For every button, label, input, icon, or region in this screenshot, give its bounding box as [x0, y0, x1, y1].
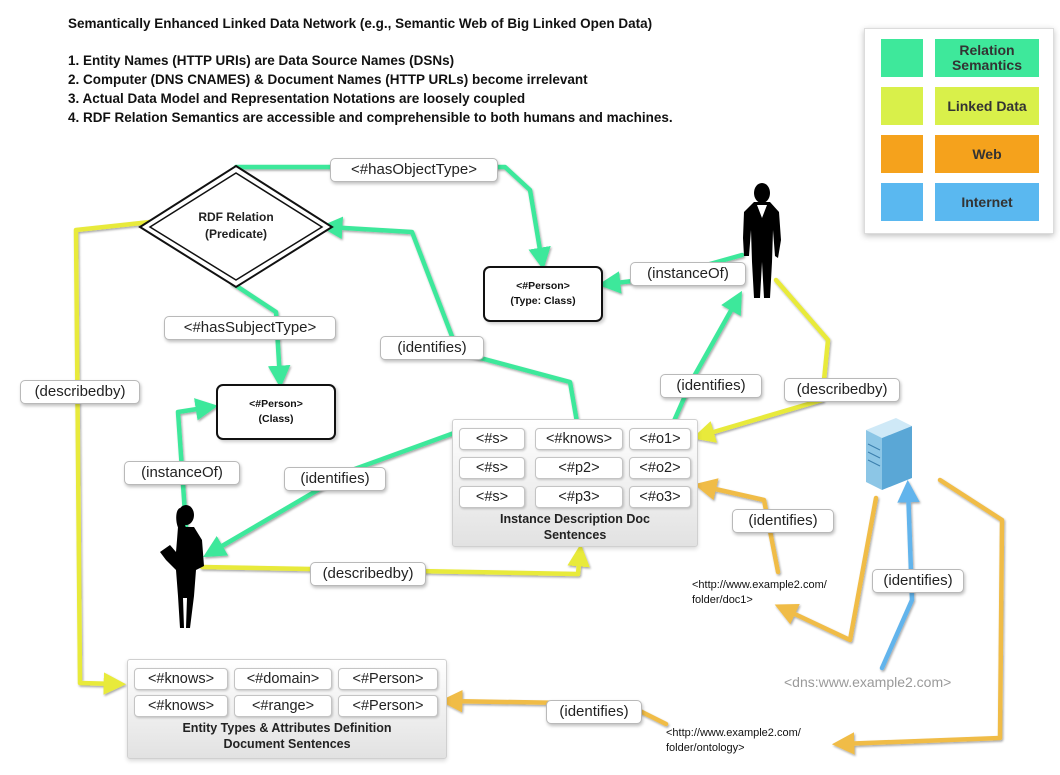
instance-cell-subject: <#s>	[459, 428, 525, 450]
woman-silhouette-icon	[160, 505, 204, 628]
person-type-class-box: <#Person> (Type: Class)	[483, 266, 603, 322]
instance-doc-caption: Instance Description Doc Sentences	[453, 511, 697, 543]
header-point-4: 4. RDF Relation Semantics are accessible…	[68, 110, 673, 125]
server-doc1-connector	[774, 495, 879, 643]
doc1-url-line2: folder/doc1>	[692, 594, 753, 606]
instance-cell-object: <#o3>	[629, 486, 691, 508]
ontology-cell-subject: <#knows>	[134, 695, 228, 717]
person-type-kind: (Type: Class)	[510, 295, 576, 307]
legend-panel: Relation Semantics Linked Data Web Inter…	[864, 28, 1054, 234]
rdf-relation-diamond	[138, 164, 334, 289]
ontology-doc-caption-line1: Entity Types & Attributes Definition	[182, 721, 392, 735]
person-class-box: <#Person> (Class)	[216, 384, 336, 440]
identifies-man-connector	[667, 290, 742, 433]
ontology-cell-predicate: <#range>	[234, 695, 332, 717]
man-silhouette-icon	[743, 183, 781, 298]
identifies-woman-connector	[203, 430, 457, 558]
ontology-cell-object: <#Person>	[338, 668, 438, 690]
page-title: Semantically Enhanced Linked Data Networ…	[68, 16, 653, 31]
legend-label-linked-data: Linked Data	[935, 87, 1039, 125]
instance-cell-predicate: <#p3>	[535, 486, 623, 508]
identifies-ontology-label: (identifies)	[546, 700, 642, 724]
header-point-1: 1. Entity Names (HTTP URIs) are Data Sou…	[68, 53, 455, 68]
describedby-man-label: (describedby)	[784, 378, 900, 402]
has-object-type-label: <#hasObjectType>	[330, 158, 498, 182]
ontology-url-line2: folder/ontology>	[666, 742, 745, 754]
person-class-name: <#Person>	[249, 398, 303, 410]
instance-cell-object: <#o1>	[629, 428, 691, 450]
legend-label-relation: Relation Semantics	[935, 39, 1039, 77]
legend-swatch-relation	[881, 39, 923, 77]
identifies-man-label: (identifies)	[660, 374, 762, 398]
identifies-predicate-label: (identifies)	[380, 336, 484, 360]
instance-cell-object: <#o2>	[629, 457, 691, 479]
describedby-left-connector	[73, 219, 153, 695]
instance-cell-predicate: <#p2>	[535, 457, 623, 479]
header-point-3: 3. Actual Data Model and Representation …	[68, 91, 526, 106]
legend-label-internet: Internet	[935, 183, 1039, 221]
ontology-cell-object: <#Person>	[338, 695, 438, 717]
instance-description-doc: <#s> <#knows> <#o1> <#s> <#p2> <#o2> <#s…	[452, 419, 698, 547]
identifies-server-label: (identifies)	[872, 569, 964, 593]
person-class-kind: (Class)	[258, 413, 294, 425]
legend-label-web: Web	[935, 135, 1039, 173]
instance-of-woman-connector	[175, 398, 219, 531]
ontology-doc-caption-line2: Document Sentences	[223, 737, 351, 751]
identifies-server-connector	[879, 479, 920, 671]
ontology-url: <http://www.example2.com/ folder/ontolog…	[666, 726, 801, 756]
header-block: Semantically Enhanced Linked Data Networ…	[68, 14, 673, 127]
rdf-relation-subtitle: (Predicate)	[204, 227, 268, 241]
header-point-2: 2. Computer (DNS CNAMES) & Document Name…	[68, 72, 588, 87]
instance-of-woman-label: (instanceOf)	[124, 461, 240, 485]
instance-cell-subject: <#s>	[459, 457, 525, 479]
identifies-doc1-connector	[694, 478, 781, 575]
ontology-definition-doc: <#knows> <#domain> <#Person> <#knows> <#…	[127, 659, 447, 759]
doc1-url: <http://www.example2.com/ folder/doc1>	[692, 578, 827, 608]
dns-name: <dns:www.example2.com>	[784, 674, 952, 690]
rdf-relation-label: RDF Relation (Predicate)	[176, 209, 296, 243]
instance-doc-caption-line2: Sentences	[543, 528, 607, 542]
doc1-url-line1: <http://www.example2.com/	[692, 579, 827, 591]
ontology-doc-caption: Entity Types & Attributes Definition Doc…	[128, 720, 446, 752]
ontology-cell-predicate: <#domain>	[234, 668, 332, 690]
identifies-woman-label: (identifies)	[284, 467, 386, 491]
ontology-cell-subject: <#knows>	[134, 668, 228, 690]
instance-cell-predicate: <#knows>	[535, 428, 623, 450]
legend-swatch-internet	[881, 183, 923, 221]
server-icon	[866, 418, 912, 490]
identifies-doc1-label: (identifies)	[732, 509, 834, 533]
has-subject-type-connector	[229, 280, 291, 389]
describedby-left-label: (describedby)	[20, 380, 140, 404]
legend-swatch-web	[881, 135, 923, 173]
person-type-name: <#Person>	[516, 280, 570, 292]
server-ontology-connector	[831, 477, 1005, 755]
instance-cell-subject: <#s>	[459, 486, 525, 508]
rdf-relation-title: RDF Relation	[198, 210, 274, 224]
instance-doc-caption-line1: Instance Description Doc	[499, 512, 651, 526]
describedby-woman-label: (describedby)	[310, 562, 426, 586]
legend-swatch-linked-data	[881, 87, 923, 125]
has-subject-type-label: <#hasSubjectType>	[164, 316, 336, 340]
describedby-man-connector	[692, 277, 831, 443]
instance-of-man-label: (instanceOf)	[630, 262, 746, 286]
ontology-url-line1: <http://www.example2.com/	[666, 727, 801, 739]
